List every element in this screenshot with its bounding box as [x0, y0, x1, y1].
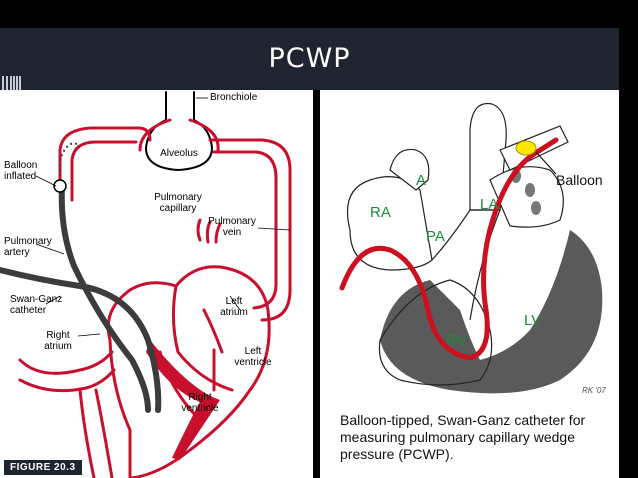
label-rv: RV [446, 332, 467, 349]
pulmonary-circulation-diagram: Bronchiole Alveolus Balloon inflated Pul… [0, 90, 313, 478]
label-left-atrium: Left atrium [220, 296, 248, 318]
label-lv: LV [524, 312, 542, 329]
label-right-ventricle: Right ventricle [181, 392, 219, 414]
label-left-ventricle: Left ventricle [234, 346, 272, 368]
label-pulmonary-vein: Pulmonary vein [208, 216, 256, 238]
figure-tag: FIGURE 20.3 [4, 460, 82, 475]
label-swan-ganz-catheter: Swan-Ganz catheter [10, 294, 63, 316]
label-a: A [416, 172, 427, 189]
label-balloon: Balloon [556, 172, 603, 188]
heart-catheter-diagram: A RA LA PA RV LV Balloon RK '07 Balloon-… [320, 90, 619, 478]
heart-illustration [339, 102, 603, 394]
label-right-atrium: Right atrium [44, 330, 72, 352]
artist-signature: RK '07 [582, 386, 606, 395]
label-alveolus: Alveolus [160, 148, 198, 159]
label-balloon-inflated: Balloon inflated [4, 160, 38, 182]
circulation-illustration [0, 91, 292, 478]
figure-caption: Balloon-tipped, Swan-Ganz catheter for m… [340, 412, 586, 462]
panel-divider [313, 90, 320, 478]
slide-title: PCWP [268, 43, 351, 74]
label-la: LA [480, 196, 499, 213]
top-black-band [0, 0, 638, 28]
label-ra: RA [370, 204, 391, 221]
label-pulmonary-capillary: Pulmonary capillary [154, 192, 202, 214]
title-bar: PCWP [0, 28, 619, 100]
label-pulmonary-artery: Pulmonary artery [4, 236, 52, 258]
label-bronchiole: Bronchiole [210, 92, 258, 103]
right-black-band [619, 28, 638, 478]
label-pa: PA [426, 228, 445, 245]
